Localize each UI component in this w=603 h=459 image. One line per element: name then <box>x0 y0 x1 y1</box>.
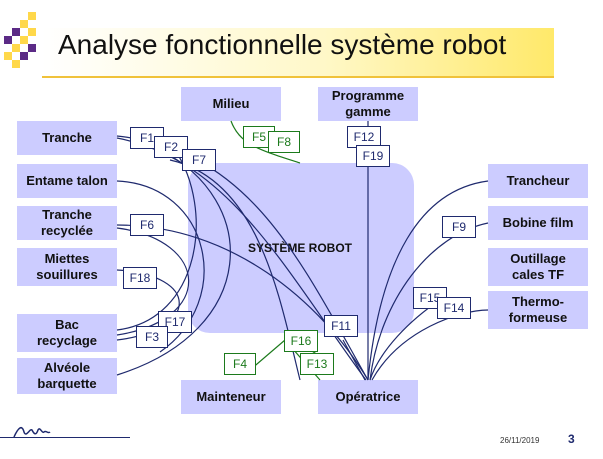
function-f2: F2 <box>154 136 188 158</box>
page-number: 3 <box>568 432 575 446</box>
signature-logo-icon <box>13 426 51 438</box>
function-f11: F11 <box>324 315 358 337</box>
function-f16: F16 <box>284 330 318 352</box>
function-f8: F8 <box>268 131 300 153</box>
node-tranche-recyclee: Tranche recyclée <box>17 206 117 240</box>
node-operatrice: Opératrice <box>318 380 418 414</box>
function-f17: F17 <box>158 311 192 333</box>
function-f6: F6 <box>130 214 164 236</box>
function-f5: F5 <box>243 126 275 148</box>
node-programme-gamme: Programme gamme <box>318 87 418 121</box>
function-f18: F18 <box>123 267 157 289</box>
function-f19: F19 <box>356 145 390 167</box>
function-f13: F13 <box>300 353 334 375</box>
node-tranche: Tranche <box>17 121 117 155</box>
footer-date: 26/11/2019 <box>500 436 540 445</box>
function-f14: F14 <box>437 297 471 319</box>
link-f7 <box>169 159 301 381</box>
function-f12: F12 <box>347 126 381 148</box>
node-entame-talon: Entame talon <box>17 164 117 198</box>
footer-line <box>0 437 130 438</box>
function-f4: F4 <box>224 353 256 375</box>
node-milieu: Milieu <box>181 87 281 121</box>
node-trancheur: Trancheur <box>488 164 588 198</box>
function-f7: F7 <box>182 149 216 171</box>
link-f17 <box>116 149 197 331</box>
slide-title: Analyse fonctionnelle système robot <box>58 29 507 60</box>
link-f11 <box>342 339 366 381</box>
node-miettes-souillures: Miettes souillures <box>17 248 117 286</box>
link-f14 <box>371 309 489 381</box>
node-outillage-cales: Outillage cales TF <box>488 248 588 286</box>
checker-decoration-icon <box>4 12 36 68</box>
node-bac-recyclage: Bac recyclage <box>17 314 117 352</box>
link-f15 <box>369 299 441 381</box>
function-f3: F3 <box>136 326 168 348</box>
node-mainteneur: Mainteneur <box>181 380 281 414</box>
link-f3 <box>116 149 231 376</box>
link-f9 <box>367 180 489 381</box>
node-alveole-barquette: Alvéole barquette <box>17 358 117 394</box>
node-thermoformeuse: Thermo- formeuse <box>488 291 588 329</box>
function-f9: F9 <box>442 216 476 238</box>
node-bobine-film: Bobine film <box>488 206 588 240</box>
title-bar <box>42 28 554 78</box>
